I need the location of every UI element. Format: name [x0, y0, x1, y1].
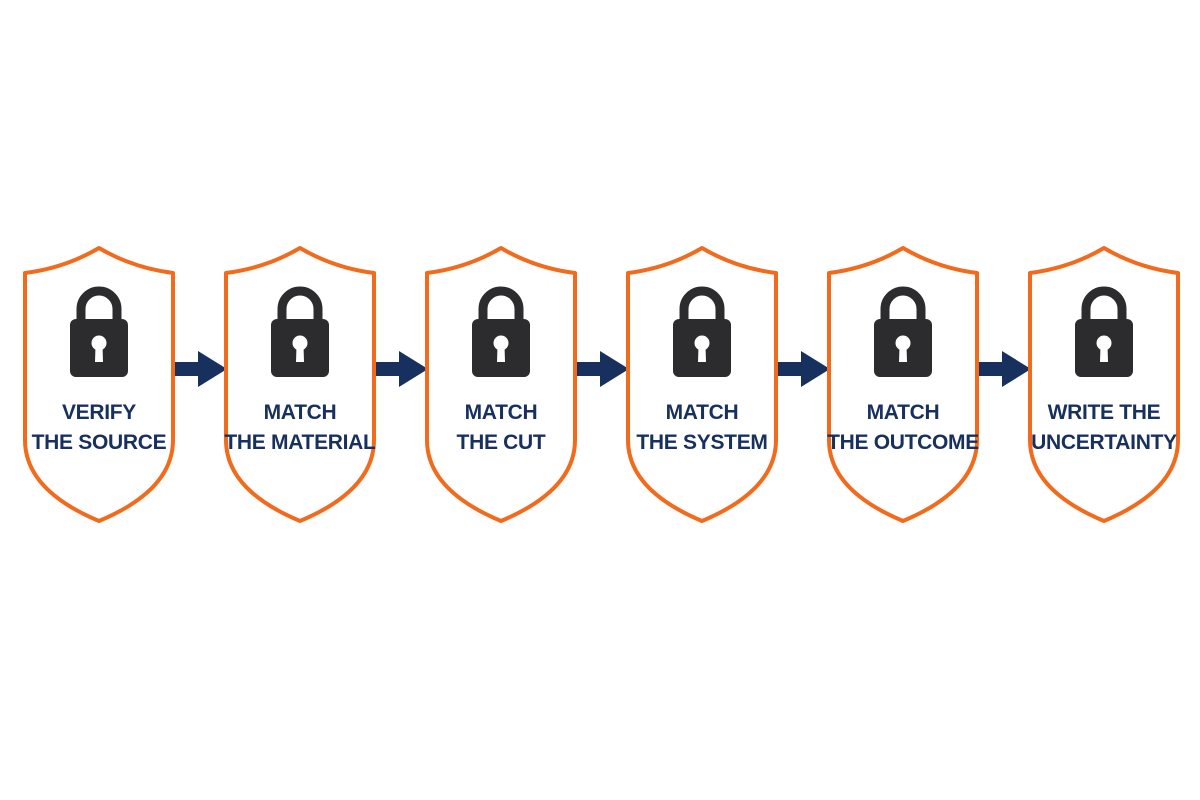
step-1: VERIFY THE SOURCE — [23, 246, 175, 523]
padlock-icon — [70, 286, 128, 377]
step-label-line2: THE SYSTEM — [636, 431, 767, 454]
steps-layer: VERIFY THE SOURCE MATCH THE MATERIAL MATCH TH… — [23, 246, 1180, 523]
step-label-line2: THE MATERIAL — [224, 431, 376, 454]
padlock-icon — [271, 286, 329, 377]
arrow-right-icon — [977, 351, 1031, 387]
step-label-line2: THE SOURCE — [32, 431, 167, 454]
shield-icon — [1028, 246, 1180, 523]
step-label-line1: MATCH — [264, 401, 337, 424]
padlock-icon — [874, 286, 932, 377]
arrow-right-icon — [374, 351, 428, 387]
step-label-line1: MATCH — [465, 401, 538, 424]
padlock-icon — [1075, 286, 1133, 377]
step-label-line1: MATCH — [867, 401, 940, 424]
step-5: MATCH THE OUTCOME — [827, 246, 980, 523]
step-6: WRITE THE UNCERTAINTY — [1028, 246, 1180, 523]
arrow-right-icon — [776, 351, 830, 387]
step-label-line1: WRITE THE — [1048, 401, 1161, 424]
padlock-icon — [673, 286, 731, 377]
shield-icon — [425, 246, 577, 523]
shield-icon — [23, 246, 175, 523]
step-label-line2: UNCERTAINTY — [1031, 431, 1177, 454]
shield-icon — [224, 246, 376, 523]
arrows-layer — [173, 351, 1031, 387]
step-2: MATCH THE MATERIAL — [224, 246, 376, 523]
step-label-line2: THE OUTCOME — [827, 431, 979, 454]
arrow-right-icon — [575, 351, 629, 387]
padlock-icon — [472, 286, 530, 377]
arrow-right-icon — [173, 351, 227, 387]
step-3: MATCH THE CUT — [425, 246, 577, 523]
step-label-line1: MATCH — [666, 401, 739, 424]
step-4: MATCH THE SYSTEM — [626, 246, 778, 523]
shield-icon — [626, 246, 778, 523]
step-label-line2: THE CUT — [457, 431, 546, 454]
shield-icon — [827, 246, 979, 523]
step-label-line1: VERIFY — [62, 401, 136, 424]
